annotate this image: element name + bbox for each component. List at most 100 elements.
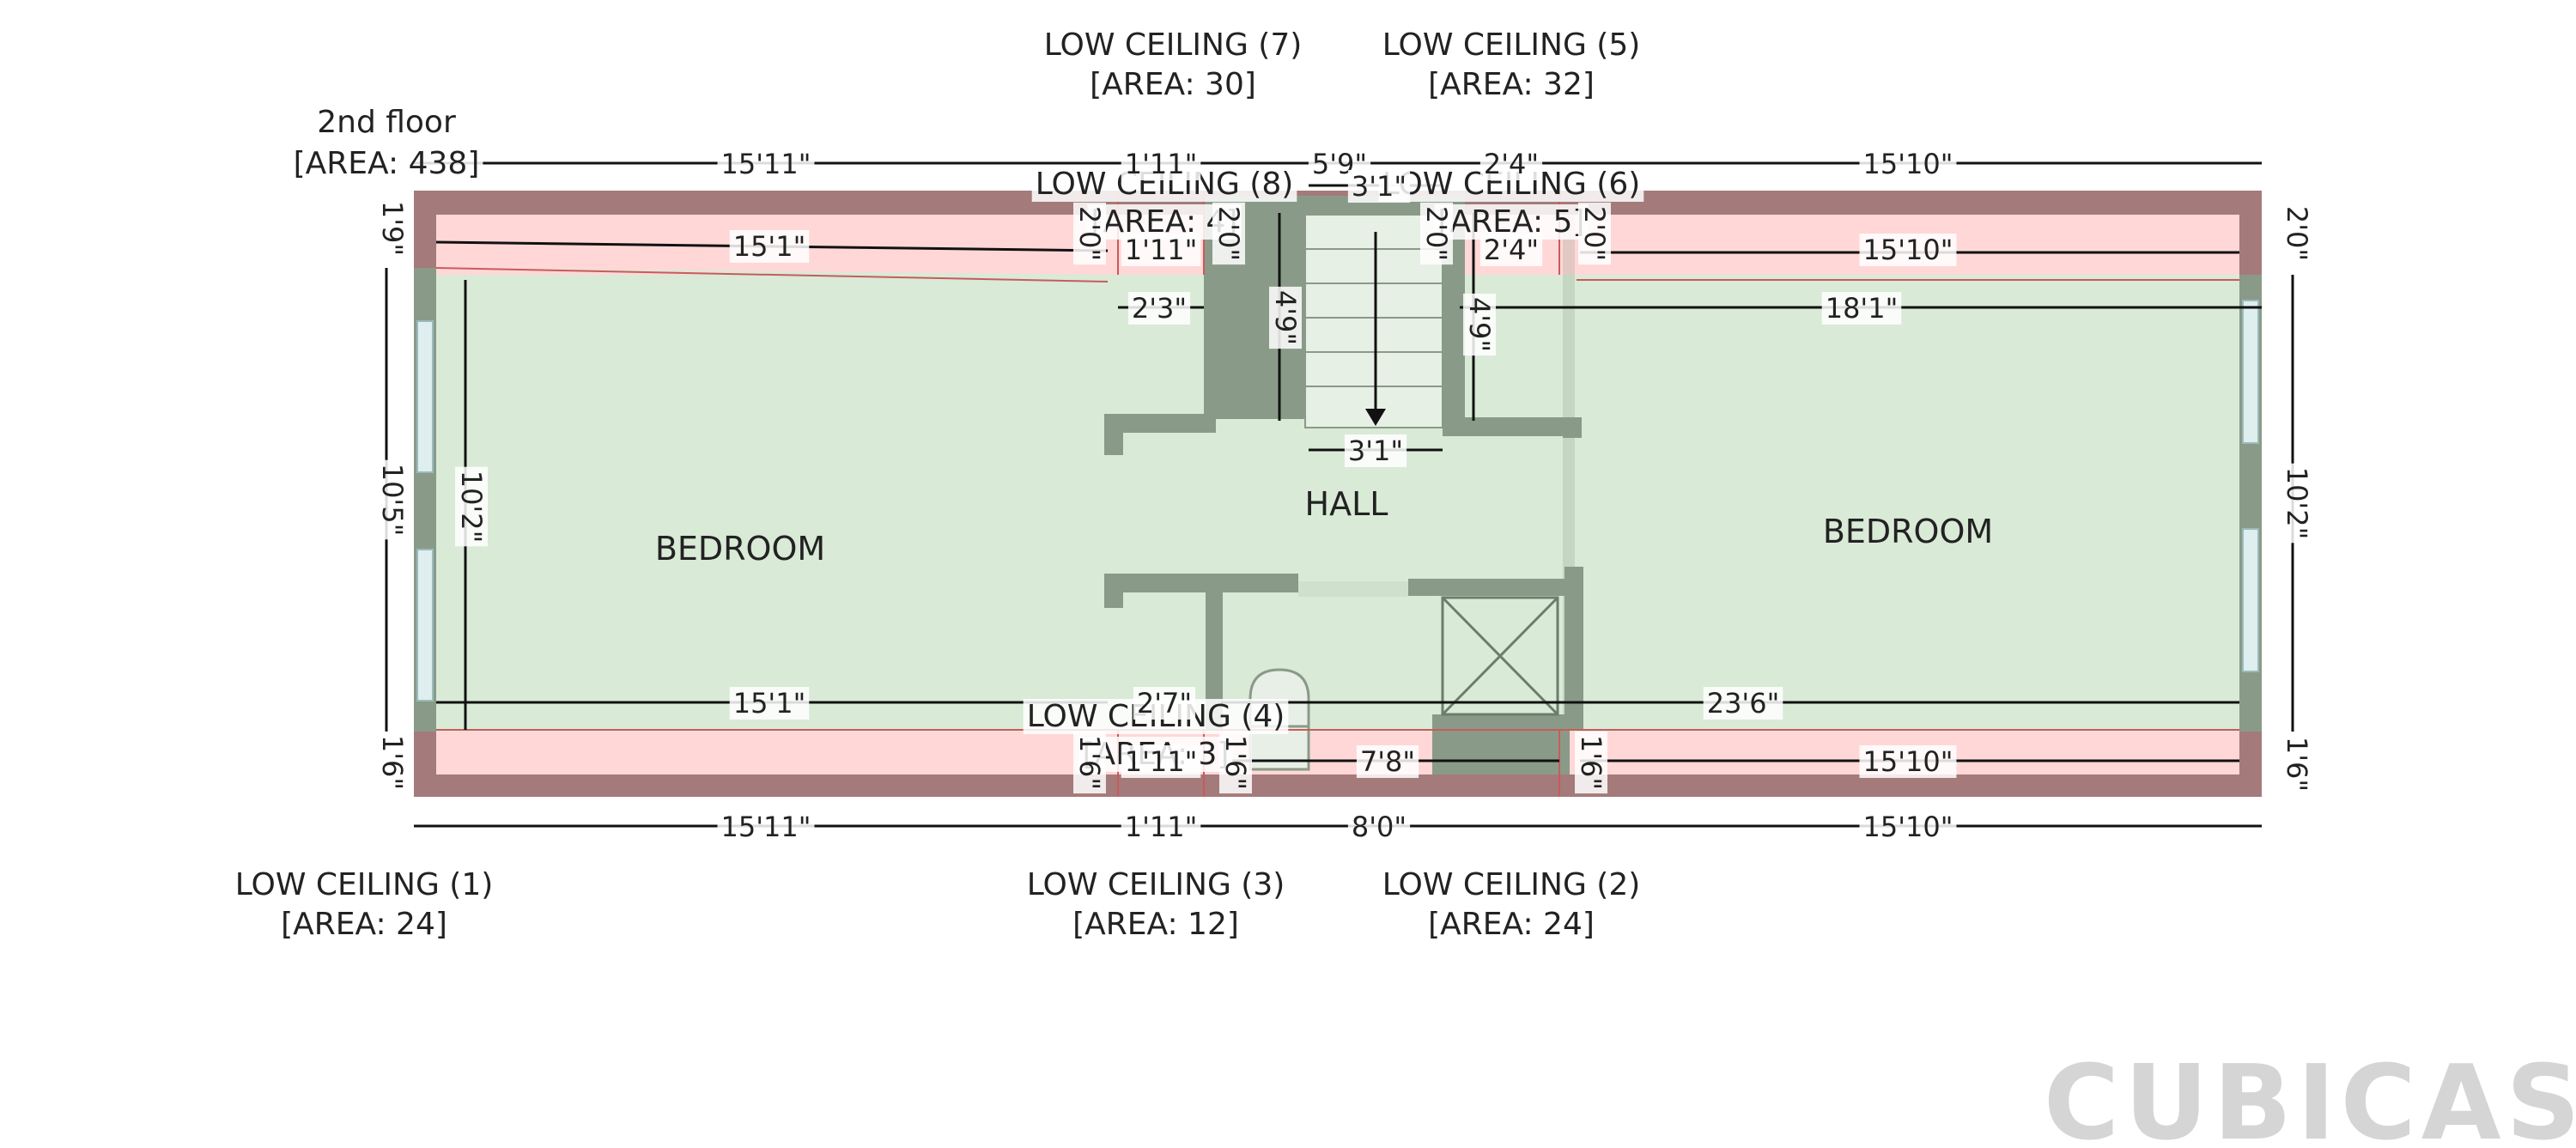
- low-ceiling-7-area: [AREA: 30]: [1090, 67, 1256, 102]
- dim-lc6-width: 2'4": [1484, 234, 1539, 266]
- dim-top-1: 15'11": [721, 148, 811, 180]
- low-ceiling-1-area: [AREA: 24]: [281, 907, 447, 942]
- dim-right-1: 2'0": [2281, 206, 2313, 261]
- left-window-2: [416, 549, 434, 702]
- label-halo: [1069, 907, 1242, 942]
- label-halo: [313, 105, 459, 140]
- label-halo: [1127, 292, 1191, 325]
- stair-arrow-head: [1365, 409, 1386, 426]
- label-halo: [1425, 907, 1598, 942]
- low-ceiling-1-name: LOW CEILING (1): [235, 867, 494, 902]
- floor-name: 2nd floor: [317, 105, 456, 140]
- label-halo: [2281, 463, 2313, 544]
- dim-bottom-1: 15'11": [721, 811, 811, 843]
- label-halo: [1023, 867, 1289, 902]
- label-halo: [289, 146, 483, 181]
- dim-bottom-mid: 2'7": [1137, 687, 1192, 720]
- dim-stair-left-height: 2'0": [1212, 206, 1245, 261]
- cubicasa-logo: CUBICASA: [2044, 1044, 2576, 1148]
- label-halo: [455, 466, 488, 547]
- dimension-labels: 15'11" 1'11" 5'9" 2'4" 15'10" 15'11" 1'1…: [376, 148, 2313, 843]
- label-halo: [1219, 731, 1252, 794]
- staircase: [1304, 214, 1443, 428]
- dim-right-bedroom-width: 18'1": [1826, 292, 1899, 325]
- label-halo: [729, 230, 810, 263]
- label-halo: [1575, 731, 1607, 794]
- label-halo: [1859, 811, 1957, 843]
- label-halo: [1479, 234, 1543, 266]
- left-window-1: [416, 320, 434, 473]
- dim-lc4-height-right: 1'6": [1219, 735, 1252, 790]
- dim-hall-left: 2'3": [1132, 292, 1187, 325]
- label-halo: [1479, 148, 1543, 180]
- label-halo: [376, 197, 409, 260]
- label-halo: [1212, 202, 1245, 265]
- dim-bottom-long: 23'6": [1707, 687, 1780, 720]
- low-ceiling-2-name: LOW CEILING (2): [1382, 867, 1641, 902]
- right-window-2: [2242, 528, 2259, 672]
- dim-lc8-width: 1'11": [1125, 234, 1198, 266]
- label-halo: [1821, 292, 1902, 325]
- dim-lc6-height: 2'0": [1420, 206, 1453, 261]
- dim-stair-bottom: 3'1": [1348, 434, 1403, 467]
- label-halo: [717, 148, 815, 180]
- label-halo: [1121, 148, 1201, 180]
- room-bedroom-right: BEDROOM: [1823, 513, 1993, 550]
- label-halo: [1859, 234, 1957, 266]
- label-halo: [1378, 867, 1644, 902]
- label-halo: [1703, 687, 1783, 720]
- dim-top-2: 1'11": [1125, 148, 1198, 180]
- dim-bottom-3: 8'0": [1352, 811, 1406, 843]
- dim-stair-height-left: 4'9": [1269, 290, 1302, 345]
- room-bedroom-left: BEDROOM: [655, 530, 825, 568]
- label-halo: [1425, 67, 1598, 102]
- label-halo: [1040, 27, 1306, 63]
- dim-lc2-height: 1'6": [1575, 735, 1607, 790]
- label-halo: [1086, 67, 1260, 102]
- label-halo: [231, 867, 497, 902]
- low-ceiling-3-area: [AREA: 12]: [1072, 907, 1239, 942]
- label-halo: [1859, 745, 1957, 778]
- dim-stair-height-right: 4'9": [1463, 297, 1496, 352]
- dim-left-1: 1'9": [376, 201, 409, 256]
- label-halo: [376, 731, 409, 794]
- dim-left-3: 1'6": [376, 735, 409, 790]
- dim-lc5-height: 2'0": [1578, 206, 1611, 261]
- label-halo: [729, 687, 810, 720]
- label-halo: [1133, 687, 1196, 720]
- dim-inner-left-bottom: 15'1": [733, 687, 806, 720]
- label-halo: [1073, 731, 1106, 794]
- label-halo: [1344, 434, 1407, 467]
- label-halo: [1378, 27, 1644, 63]
- low-ceiling-7-name: LOW CEILING (7): [1044, 27, 1303, 63]
- label-halo: [1463, 293, 1496, 356]
- dim-bath-width: 7'8": [1360, 745, 1415, 778]
- low-ceiling-3-name: LOW CEILING (3): [1027, 867, 1285, 902]
- label-halo: [1420, 202, 1453, 265]
- label-halo: [2281, 732, 2313, 796]
- low-ceiling-5-name: LOW CEILING (5): [1382, 27, 1641, 63]
- label-halo: [1121, 811, 1201, 843]
- label-halo: [1347, 170, 1411, 203]
- low-ceiling-2-area: [AREA: 24]: [1428, 907, 1595, 942]
- dim-lc5-width: 15'10": [1863, 234, 1953, 266]
- label-halo: [277, 907, 451, 942]
- interior-walls: [1104, 215, 1583, 774]
- dim-right-3: 1'6": [2281, 737, 2313, 792]
- dim-inner-left-top: 15'1": [733, 230, 806, 263]
- low-ceiling-5-area: [AREA: 32]: [1428, 67, 1595, 102]
- dim-lc1-width: 15'10": [1863, 745, 1953, 778]
- label-halo: [1578, 202, 1611, 265]
- dim-lc8-height: 2'0": [1073, 206, 1106, 261]
- right-window-1: [2242, 300, 2259, 444]
- dim-lc4-height-left: 1'6": [1073, 735, 1106, 790]
- dim-bottom-4: 15'10": [1863, 811, 1953, 843]
- label-halo: [1356, 745, 1419, 778]
- label-halo: [1859, 148, 1957, 180]
- dim-stair-top: 3'1": [1352, 170, 1406, 203]
- label-halo: [717, 811, 815, 843]
- label-halo: [1121, 234, 1201, 266]
- dim-lc4-width: 1'11": [1125, 745, 1198, 778]
- label-halo: [1073, 202, 1106, 265]
- room-hall: HALL: [1305, 485, 1388, 523]
